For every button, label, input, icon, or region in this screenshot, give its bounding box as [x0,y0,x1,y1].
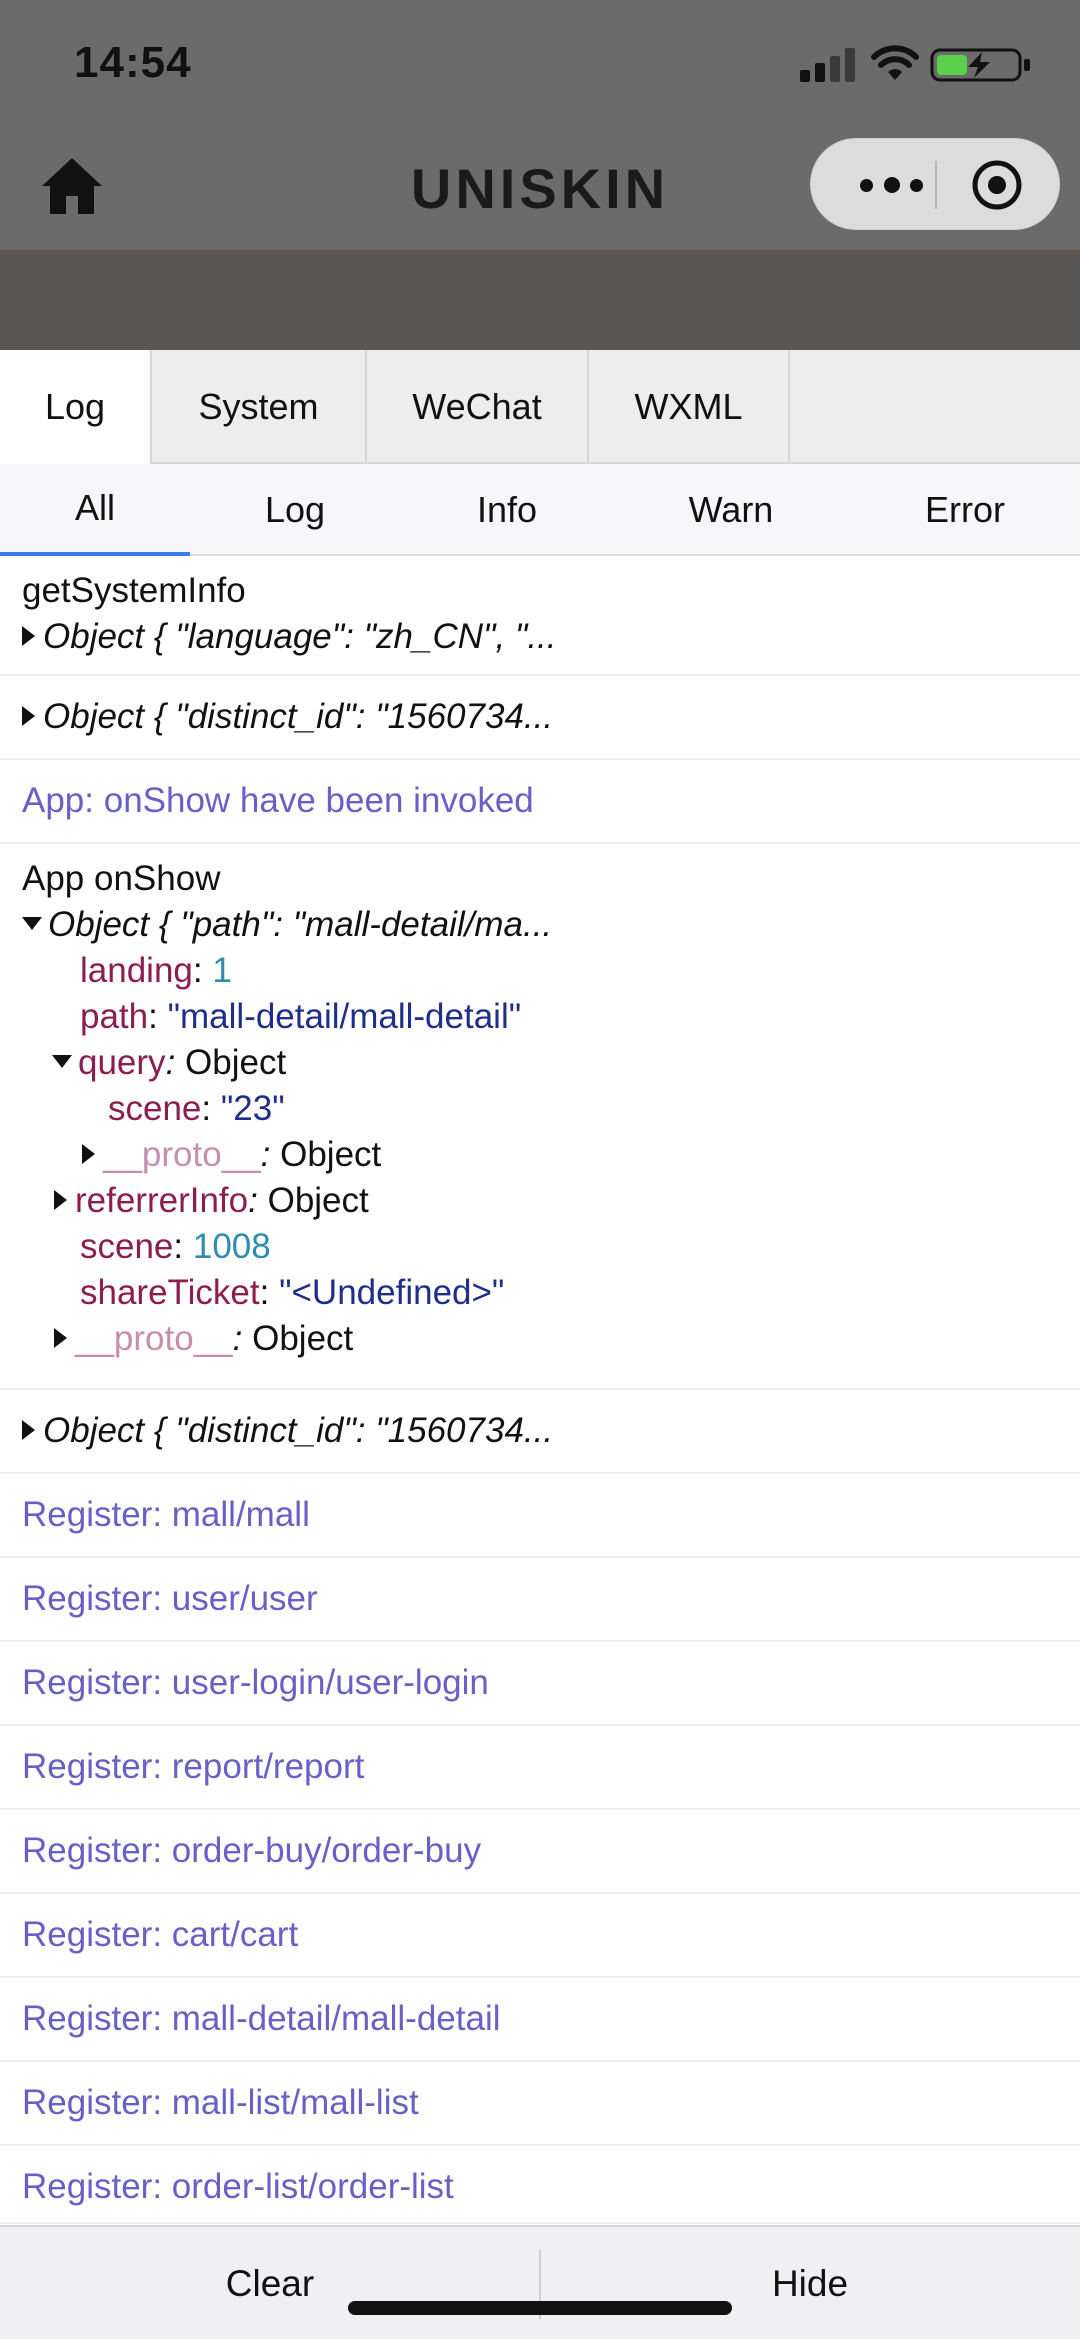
capsule-divider [935,161,937,209]
capsule-menu [810,138,1060,230]
log-message: Register: report/report [22,1747,365,1786]
log-message: App onShow [22,859,221,898]
console-footer: Clear Hide [0,2225,1080,2339]
log-item: Register: user-login/user-login [0,1642,1080,1726]
caret-right-icon [54,1189,67,1210]
more-dots-icon[interactable] [847,139,939,231]
log-message: getSystemInfo [22,571,246,610]
caret-right-icon [22,1419,35,1440]
log-message: App: onShow have been invoked [22,781,534,820]
property-toggle[interactable]: __proto__: Object [54,1316,353,1362]
log-message: Register: user/user [22,1579,318,1618]
status-time: 14:54 [74,38,192,87]
property-row: shareTicket: "<Undefined>" [80,1273,505,1312]
log-filter-bar: All Log Info Warn Error [0,464,1080,556]
log-item: Register: mall-detail/mall-detail [0,1978,1080,2062]
home-icon[interactable] [40,154,104,218]
page-backdrop [0,250,1080,350]
property-toggle[interactable]: __proto__: Object [82,1132,381,1178]
caret-right-icon [54,1327,67,1348]
log-item: Object { "distinct_id": "1560734... [0,676,1080,760]
console-tabbar: Log System WeChat WXML [0,350,1080,464]
filter-info[interactable]: Info [476,489,538,530]
footer-divider [539,2249,541,2319]
page-title: UNISKIN [410,157,670,220]
property-row: landing: 1 [80,951,232,990]
clear-button[interactable]: Clear [225,2263,315,2304]
property-row: scene: 1008 [80,1227,271,1266]
property-row: scene: "23" [108,1089,285,1128]
log-item: Register: mall-list/mall-list [0,2062,1080,2146]
tab-log[interactable]: Log [0,350,152,464]
property-toggle[interactable]: referrerInfo: Object [54,1178,369,1224]
log-item: App: onShow have been invoked [0,760,1080,844]
property-row: path: "mall-detail/mall-detail" [80,997,522,1036]
caret-down-icon [22,917,42,931]
object-toggle[interactable]: Object { "path": "mall-detail/ma... [22,902,552,948]
tab-wxml[interactable]: WXML [589,350,790,464]
nav-bar: UNISKIN [0,132,1080,250]
cellular-signal-icon [800,48,856,82]
log-item: Register: user/user [0,1558,1080,1642]
log-message: Register: order-buy/order-buy [22,1831,482,1870]
filter-all[interactable]: All [0,464,190,556]
log-message: Register: user-login/user-login [22,1663,489,1702]
object-toggle[interactable]: Object { "language": "zh_CN", "... [22,614,557,660]
log-item: Register: order-list/order-list [0,2146,1080,2224]
status-bar: 14:54 [0,0,1080,132]
caret-right-icon [22,625,35,646]
tab-system[interactable]: System [152,350,367,464]
log-message: Register: mall-detail/mall-detail [22,1999,501,2038]
home-indicator[interactable] [348,2301,732,2315]
log-item: Register: order-buy/order-buy [0,1810,1080,1894]
caret-right-icon [22,705,35,726]
log-message: Register: cart/cart [22,1915,299,1954]
log-item: App onShow Object { "path": "mall-detail… [0,844,1080,1390]
filter-warn[interactable]: Warn [688,489,774,530]
close-target-icon[interactable] [971,159,1023,211]
object-toggle[interactable]: Object { "distinct_id": "1560734... [22,1408,553,1454]
caret-right-icon [82,1143,95,1164]
wifi-icon [871,45,919,80]
log-item: Register: report/report [0,1726,1080,1810]
status-icons [800,44,1040,84]
battery-charging-icon [930,48,1030,82]
log-message: Register: order-list/order-list [22,2167,454,2206]
filter-log[interactable]: Log [264,489,326,530]
log-message: Register: mall/mall [22,1495,310,1534]
filter-error[interactable]: Error [925,489,1005,530]
hide-button[interactable]: Hide [771,2263,849,2304]
log-item: getSystemInfo Object { "language": "zh_C… [0,556,1080,676]
log-message: Register: mall-list/mall-list [22,2083,419,2122]
property-toggle[interactable]: query: Object [52,1040,286,1086]
log-item: Object { "distinct_id": "1560734... [0,1390,1080,1474]
console-panel: Log System WeChat WXML All Log Info Warn… [0,350,1080,2339]
caret-down-icon [52,1055,72,1069]
log-item: Register: mall/mall [0,1474,1080,1558]
log-item: Register: cart/cart [0,1894,1080,1978]
tab-wechat[interactable]: WeChat [367,350,589,464]
object-toggle[interactable]: Object { "distinct_id": "1560734... [22,694,553,740]
